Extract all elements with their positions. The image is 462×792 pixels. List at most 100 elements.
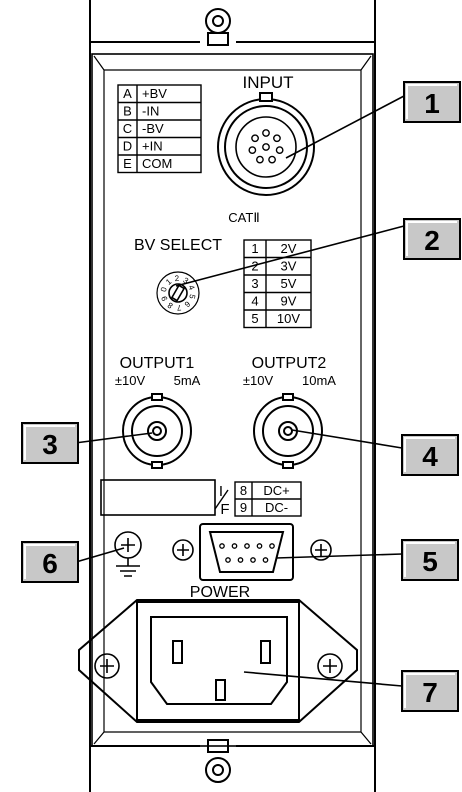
blank-label-plate <box>100 479 216 516</box>
interface-signal: DC+ <box>263 483 289 498</box>
pin-table-pin: A <box>123 86 132 101</box>
serial-connector-icon <box>199 523 294 581</box>
serial-right-screw-icon <box>310 539 332 561</box>
power-label: POWER <box>190 584 250 601</box>
interface-pin: 8 <box>240 483 247 498</box>
serial-pin <box>250 557 256 563</box>
input-connector-pins <box>248 129 284 164</box>
serial-pin <box>256 543 263 549</box>
input-pin <box>251 134 259 143</box>
output1-spec-current: 5mA <box>174 373 201 388</box>
serial-connector-pins <box>219 543 275 563</box>
callout-number: 7 <box>422 677 438 708</box>
callout-2: 2 <box>403 218 461 260</box>
rotary-digit: 5 <box>187 293 197 300</box>
callout-number: 6 <box>42 548 58 579</box>
pin-table-signal: +IN <box>142 139 163 154</box>
callout-7: 7 <box>401 670 459 712</box>
callout-3: 3 <box>21 422 79 464</box>
input-pin <box>262 143 270 151</box>
ground-terminal-icon <box>114 531 142 577</box>
serial-pin <box>237 557 244 563</box>
pin-assignment-table: A +BV B -IN C -BV D +IN E COM <box>117 84 202 174</box>
callout-5: 5 <box>401 539 459 581</box>
serial-pin <box>231 543 238 549</box>
category-label: CATⅡ <box>228 210 259 225</box>
input-pin <box>256 155 264 164</box>
pin-table-signal: -BV <box>142 121 164 136</box>
rotary-digit: 7 <box>176 303 182 312</box>
pin-table-pin: B <box>123 104 132 119</box>
bottom-mounting-screw-icon <box>205 739 231 783</box>
serial-pin <box>269 543 275 549</box>
rotary-digit: 4 <box>186 284 196 292</box>
input-label: INPUT <box>243 73 294 92</box>
power-inlet-icon <box>78 599 358 723</box>
output2-title: OUTPUT2 <box>252 355 327 372</box>
rotary-digit: 9 <box>159 294 169 302</box>
output2-bnc-connector-icon <box>253 393 323 469</box>
input-pin <box>275 146 284 155</box>
rotary-digit: 2 <box>174 274 180 283</box>
callout-number: 1 <box>424 88 440 119</box>
callout-number: 3 <box>42 429 58 460</box>
power-left-screw-icon <box>94 653 120 679</box>
enclosure <box>89 0 376 792</box>
interface-table: 8 DC+ 9 DC- <box>234 481 302 517</box>
bv-table-position: 3 <box>251 276 258 291</box>
bv-table-voltage: 2V <box>281 241 297 256</box>
bv-table-position: 5 <box>251 311 258 326</box>
bv-table-voltage: 10V <box>277 311 300 326</box>
callout-number: 2 <box>424 225 440 256</box>
callout-leader-lines <box>74 95 405 687</box>
rotary-digit: 6 <box>182 299 192 309</box>
serial-left-screw-icon <box>172 539 194 561</box>
callout-4: 4 <box>401 434 459 476</box>
serial-pin <box>219 543 225 549</box>
bv-table-position: 4 <box>251 294 258 309</box>
bv-table-voltage: 3V <box>281 259 297 274</box>
serial-pin <box>262 557 269 563</box>
output1-bnc-connector-icon <box>122 393 192 469</box>
pin-table-pin: D <box>123 139 132 154</box>
callout-number: 5 <box>422 546 438 577</box>
interface-signal: DC- <box>265 500 288 515</box>
serial-pin <box>244 543 250 549</box>
rotary-digit: 8 <box>166 300 175 310</box>
input-pin <box>273 134 281 143</box>
callout-6: 6 <box>21 541 79 583</box>
interface-label-bottom: F <box>220 501 229 518</box>
input-connector-icon <box>217 92 315 196</box>
bv-table-voltage: 5V <box>281 276 297 291</box>
input-pin <box>268 155 276 164</box>
interface-label-top: I <box>219 483 223 500</box>
bv-select-label: BV SELECT <box>134 237 222 254</box>
top-mounting-screw-icon <box>205 8 231 46</box>
rotary-digit: 1 <box>164 277 174 287</box>
serial-pin <box>225 557 231 563</box>
callout-1: 1 <box>403 81 461 123</box>
input-pin <box>262 129 270 137</box>
rotary-digit: 0 <box>159 286 169 293</box>
output1-title: OUTPUT1 <box>120 355 195 372</box>
output2-spec-current: 10mA <box>302 373 336 388</box>
input-pin <box>248 146 257 155</box>
rotary-switch-icon <box>156 271 200 315</box>
pin-table-signal: COM <box>142 156 172 171</box>
pin-table-signal: +BV <box>142 86 167 101</box>
pin-table-pin: C <box>123 121 132 136</box>
output2-spec-voltage: ±10V <box>243 373 274 388</box>
callout-number: 4 <box>422 441 438 472</box>
output1-spec-voltage: ±10V <box>115 373 146 388</box>
pin-table-pin: E <box>123 156 132 171</box>
bv-table-voltage: 9V <box>281 294 297 309</box>
interface-pin: 9 <box>240 500 247 515</box>
bv-table-position: 1 <box>251 241 258 256</box>
power-right-screw-icon <box>317 653 343 679</box>
pin-table-signal: -IN <box>142 104 159 119</box>
rotary-digit: 3 <box>181 276 190 286</box>
